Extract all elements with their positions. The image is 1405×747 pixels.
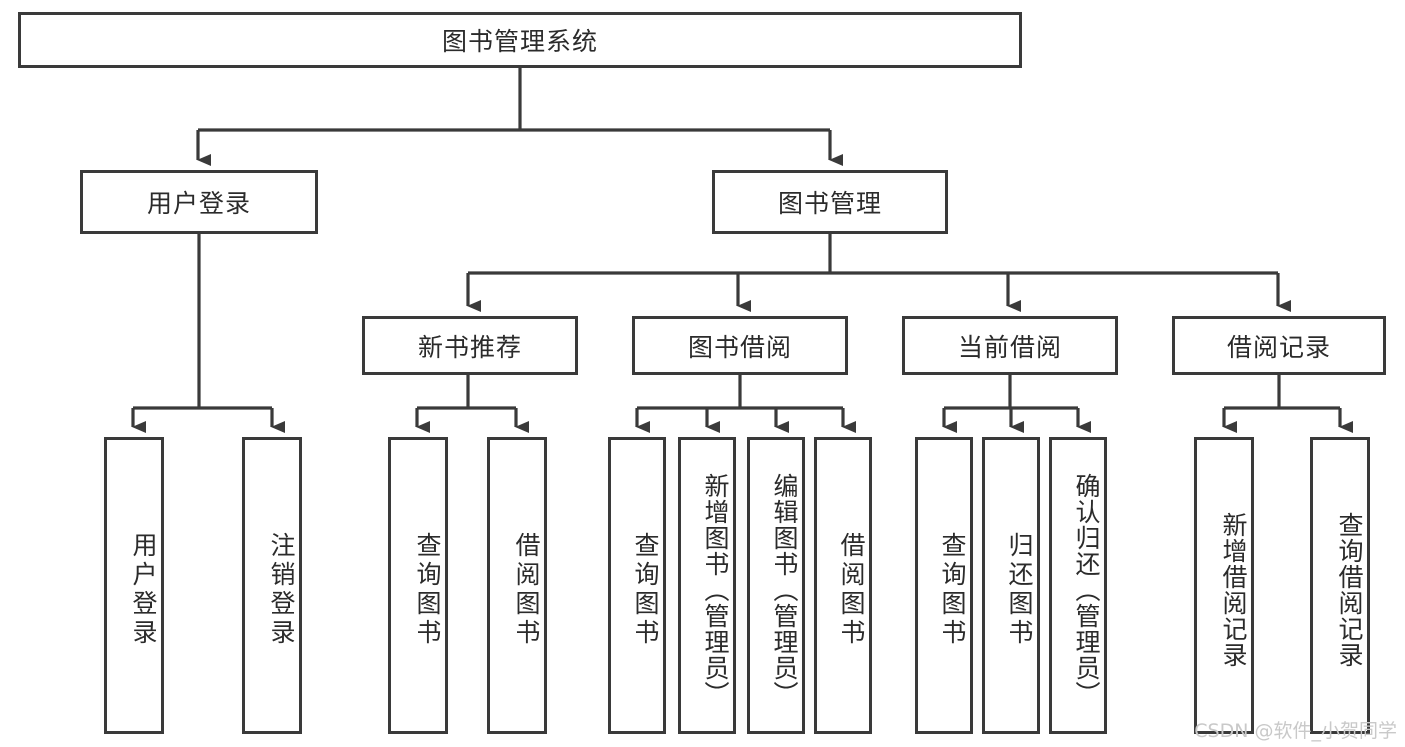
node-root-system[interactable]: 图书管理系统 bbox=[18, 12, 1022, 68]
node-leaf-add-book-admin[interactable]: 新增图书（管理员） bbox=[678, 437, 736, 734]
node-book-manage[interactable]: 图书管理 bbox=[712, 170, 948, 234]
node-leaf-borrow-book[interactable]: 借阅图书 bbox=[814, 437, 872, 734]
node-current-borrow[interactable]: 当前借阅 bbox=[902, 316, 1118, 375]
node-new-book-recommend[interactable]: 新书推荐 bbox=[362, 316, 578, 375]
node-leaf-edit-book-admin[interactable]: 编辑图书（管理员） bbox=[747, 437, 805, 734]
node-leaf-query-book-current[interactable]: 查询图书 bbox=[915, 437, 973, 734]
node-leaf-query-book-borrow[interactable]: 查询图书 bbox=[608, 437, 666, 734]
node-leaf-user-login[interactable]: 用户登录 bbox=[104, 437, 164, 734]
node-book-borrow[interactable]: 图书借阅 bbox=[632, 316, 848, 375]
node-leaf-borrow-book-recommend[interactable]: 借阅图书 bbox=[487, 437, 547, 734]
node-borrow-record[interactable]: 借阅记录 bbox=[1172, 316, 1386, 375]
node-leaf-confirm-return-admin[interactable]: 确认归还（管理员） bbox=[1049, 437, 1107, 734]
node-user-login[interactable]: 用户登录 bbox=[80, 170, 318, 234]
node-leaf-add-borrow-record[interactable]: 新增借阅记录 bbox=[1194, 437, 1254, 734]
node-leaf-user-logout[interactable]: 注销登录 bbox=[242, 437, 302, 734]
node-leaf-return-book[interactable]: 归还图书 bbox=[982, 437, 1040, 734]
node-leaf-query-book-recommend[interactable]: 查询图书 bbox=[388, 437, 448, 734]
node-leaf-query-borrow-record[interactable]: 查询借阅记录 bbox=[1310, 437, 1370, 734]
